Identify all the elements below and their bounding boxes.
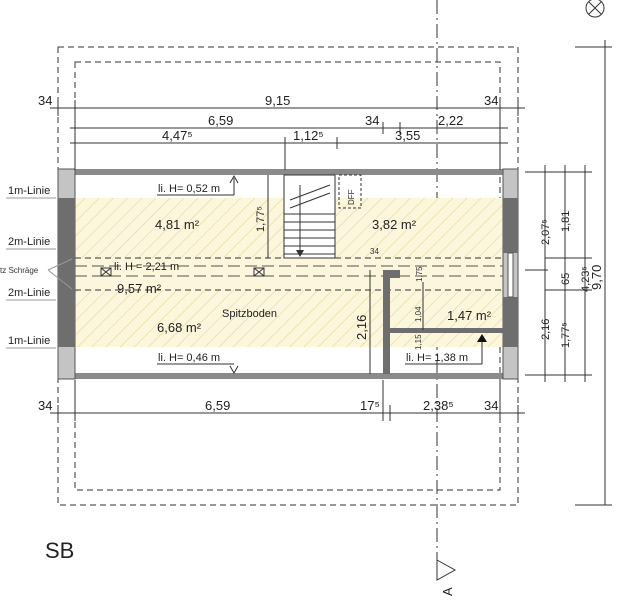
- svg-text:1m-Linie: 1m-Linie: [8, 185, 50, 197]
- staircase: [283, 174, 336, 259]
- dim-small: 1,75: [415, 266, 424, 282]
- dim-top-total: 9,15: [265, 93, 290, 108]
- dim-top-222: 2,22: [438, 113, 463, 128]
- dim-top-355: 3,55: [395, 128, 420, 143]
- section-marker: A: [440, 587, 455, 596]
- axis-marker-icon: [585, 0, 605, 18]
- area-label-lower: 6,68 m²: [157, 320, 202, 335]
- dim-bottom-34-right: 34: [484, 398, 498, 413]
- wall-bottom: [58, 373, 518, 379]
- dim-top-659: 6,59: [208, 113, 233, 128]
- area-label-upper-right: 3,82 m²: [372, 217, 417, 232]
- skylight: DFF: [338, 174, 362, 209]
- dimension-chain-bottom: [50, 380, 525, 421]
- dim-bottom-small: 1,15: [414, 334, 423, 350]
- dim-bottom-175: 17⁵: [360, 398, 380, 413]
- roof-outline-outer: [57, 46, 519, 506]
- plan-label: SB: [45, 538, 74, 563]
- svg-text:DFF: DFF: [347, 189, 356, 205]
- height-middle: li. H = 2,21 m: [114, 261, 179, 273]
- wall-top: [58, 169, 518, 175]
- dim-right-4235: 4,23⁵: [580, 266, 592, 292]
- area-label-upper-left: 4,81 m²: [155, 217, 200, 232]
- dim-right-total: 9,70: [589, 265, 604, 290]
- vent-icon: [253, 267, 265, 277]
- dim-right-65: 65: [560, 273, 572, 285]
- svg-text:2m-Linie: 2m-Linie: [8, 236, 50, 248]
- area-label-middle: 9,57 m²: [117, 281, 162, 296]
- dim-top-1125: 1,12⁵: [293, 128, 324, 143]
- dim-bottom-34-left: 34: [38, 398, 52, 413]
- svg-text:2m-Linie: 2m-Linie: [8, 287, 50, 299]
- dim-bottom-2385: 2,38⁵: [423, 398, 454, 413]
- height-top: li. H= 0,52 m: [158, 183, 220, 195]
- dim-right-216: 2,16: [540, 319, 552, 340]
- vent-icon: [100, 267, 112, 277]
- dim-top-4475: 4,47⁵: [162, 128, 193, 143]
- height-bottom: li. H= 0,46 m: [158, 352, 220, 364]
- partition-wall: [383, 270, 390, 374]
- room-name: Spitzboden: [222, 308, 277, 320]
- dimension-chain-right: [525, 40, 612, 506]
- height-room: li. H= 1,38 m: [406, 352, 468, 364]
- section-arrow-icon: [436, 559, 457, 581]
- svg-text:tz Schräge: tz Schräge: [0, 266, 39, 275]
- area-middle: [75, 258, 503, 290]
- dim-top-34-right: 34: [484, 93, 498, 108]
- dim-right-181: 1,81: [560, 211, 572, 232]
- dimension-chain-top: [50, 100, 525, 170]
- dim-top-34-left: 34: [38, 93, 52, 108]
- dim-wall-gap: 34: [370, 247, 379, 256]
- dim-partition-height: 2,16: [354, 315, 369, 340]
- dim-top-34-mid: 34: [365, 113, 379, 128]
- dim-partition-gap: 1,04: [414, 306, 423, 322]
- window: [507, 252, 514, 298]
- area-lower: [75, 290, 503, 347]
- svg-text:1m-Linie: 1m-Linie: [8, 335, 50, 347]
- area-label-small-room: 1,47 m²: [447, 308, 492, 323]
- dim-bottom-659: 6,59: [205, 398, 230, 413]
- slope-lines-legend: 1m-Linie 2m-Linie tz Schräge 2m-Linie 1m…: [0, 185, 73, 349]
- dim-right-1775: 1,77⁵: [560, 322, 572, 348]
- dim-stair: 1,77⁵: [255, 206, 267, 232]
- dim-right-2075: 2,07⁵: [540, 219, 552, 245]
